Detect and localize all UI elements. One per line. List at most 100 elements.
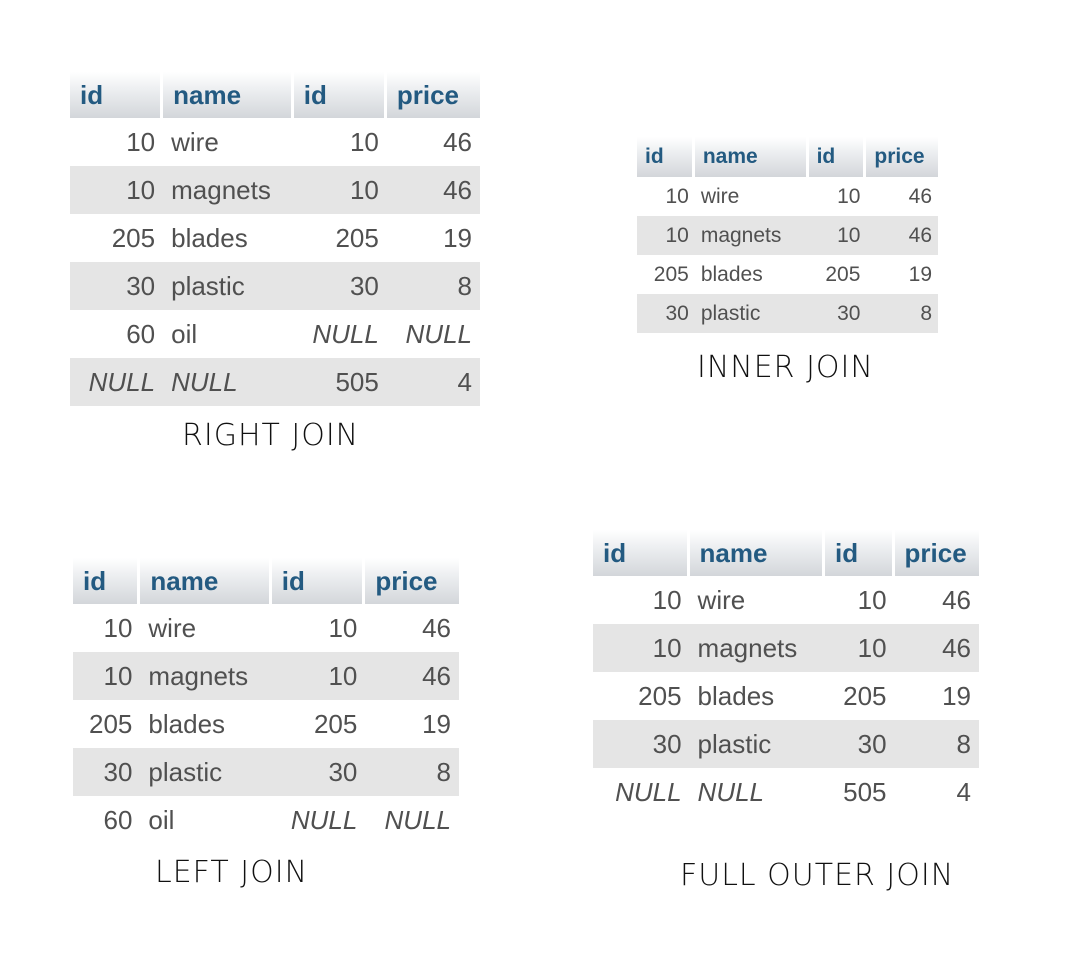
right-join-table: id name id price 10 wire 10 46 10 magnet…	[70, 72, 480, 406]
full-outer-join-table: id name id price 10 wire 10 46 10 magnet…	[593, 530, 979, 816]
table-cell: blades	[689, 672, 826, 720]
table-row: 205 blades 205 19	[70, 214, 480, 262]
table-cell: magnets	[694, 216, 809, 255]
table-cell: 10	[825, 576, 895, 624]
table-cell: magnets	[689, 624, 826, 672]
table-cell: 30	[808, 294, 867, 333]
table-cell: 10	[593, 576, 690, 624]
inner-join-label: INNER JOIN	[697, 350, 874, 385]
table-cell: 60	[73, 796, 141, 844]
column-header: id	[70, 72, 164, 118]
table-cell: 19	[386, 214, 480, 262]
null-cell: NULL	[271, 796, 366, 844]
right-join-label: RIGHT JOIN	[182, 418, 360, 453]
table-cell: wire	[140, 604, 272, 652]
table-cell: 19	[894, 672, 979, 720]
table-cell: 30	[637, 294, 695, 333]
left-join-label: LEFT JOIN	[155, 855, 309, 890]
table-cell: blades	[140, 700, 272, 748]
null-cell: NULL	[293, 310, 387, 358]
table-cell: 46	[866, 177, 938, 216]
table-cell: 205	[73, 700, 141, 748]
table-cell: 8	[866, 294, 938, 333]
table-row: 30 plastic 30 8	[593, 720, 979, 768]
column-header: name	[694, 137, 809, 177]
table-cell: blades	[163, 214, 294, 262]
table-cell: plastic	[689, 720, 826, 768]
table-cell: 505	[825, 768, 895, 816]
null-cell: NULL	[689, 768, 826, 816]
table-row: 10 wire 10 46	[637, 177, 938, 216]
table-cell: 8	[365, 748, 459, 796]
table-cell: plastic	[163, 262, 294, 310]
column-header: price	[894, 530, 979, 576]
table-cell: 10	[271, 652, 366, 700]
table-cell: plastic	[140, 748, 272, 796]
table-cell: 30	[70, 262, 164, 310]
table-cell: 10	[637, 177, 695, 216]
table-cell: 30	[293, 262, 387, 310]
table-row: 60 oil NULL NULL	[70, 310, 480, 358]
table-row: 10 wire 10 46	[70, 118, 480, 166]
table-cell: 4	[894, 768, 979, 816]
table-row: 30 plastic 30 8	[70, 262, 480, 310]
table-cell: 46	[386, 118, 480, 166]
inner-join-table: id name id price 10 wire 10 46 10 magnet…	[637, 137, 938, 333]
table-cell: magnets	[140, 652, 272, 700]
table-cell: 4	[386, 358, 480, 406]
table-cell: 60	[70, 310, 164, 358]
table-cell: 205	[593, 672, 690, 720]
table-row: 205 blades 205 19	[637, 255, 938, 294]
column-header: id	[637, 137, 695, 177]
table-cell: 19	[365, 700, 459, 748]
table-row: 10 wire 10 46	[593, 576, 979, 624]
table-cell: 10	[808, 177, 867, 216]
table-cell: 10	[271, 604, 366, 652]
table-header-row: id name id price	[637, 137, 938, 177]
table-row: NULL NULL 505 4	[70, 358, 480, 406]
table-cell: 205	[70, 214, 164, 262]
table-cell: 8	[386, 262, 480, 310]
column-header: id	[593, 530, 690, 576]
table-cell: 30	[73, 748, 141, 796]
table-cell: 10	[73, 604, 141, 652]
table-cell: magnets	[163, 166, 294, 214]
column-header: id	[808, 137, 867, 177]
table-cell: 205	[271, 700, 366, 748]
table-cell: 30	[593, 720, 690, 768]
table-header-row: id name id price	[73, 558, 459, 604]
table-cell: 46	[894, 576, 979, 624]
null-cell: NULL	[593, 768, 690, 816]
table-cell: 205	[825, 672, 895, 720]
column-header: id	[825, 530, 895, 576]
table-cell: oil	[163, 310, 294, 358]
table-cell: blades	[694, 255, 809, 294]
table-cell: 10	[73, 652, 141, 700]
table-row: 205 blades 205 19	[73, 700, 459, 748]
table-cell: 505	[293, 358, 387, 406]
table-row: 10 magnets 10 46	[70, 166, 480, 214]
table-row: NULL NULL 505 4	[593, 768, 979, 816]
null-cell: NULL	[70, 358, 164, 406]
table-cell: 205	[293, 214, 387, 262]
left-join-panel: id name id price 10 wire 10 46 10 magnet…	[73, 558, 459, 844]
table-cell: 205	[808, 255, 867, 294]
null-cell: NULL	[163, 358, 294, 406]
table-cell: 30	[271, 748, 366, 796]
column-header: price	[386, 72, 480, 118]
column-header: id	[293, 72, 387, 118]
table-cell: 30	[825, 720, 895, 768]
column-header: price	[866, 137, 938, 177]
table-cell: wire	[163, 118, 294, 166]
table-cell: 46	[866, 216, 938, 255]
column-header: id	[73, 558, 141, 604]
table-cell: 10	[70, 118, 164, 166]
table-cell: oil	[140, 796, 272, 844]
table-header-row: id name id price	[70, 72, 480, 118]
table-row: 30 plastic 30 8	[73, 748, 459, 796]
table-row: 60 oil NULL NULL	[73, 796, 459, 844]
table-cell: 10	[593, 624, 690, 672]
inner-join-panel: id name id price 10 wire 10 46 10 magnet…	[637, 137, 938, 333]
table-cell: 46	[386, 166, 480, 214]
right-join-panel: id name id price 10 wire 10 46 10 magnet…	[70, 72, 480, 406]
